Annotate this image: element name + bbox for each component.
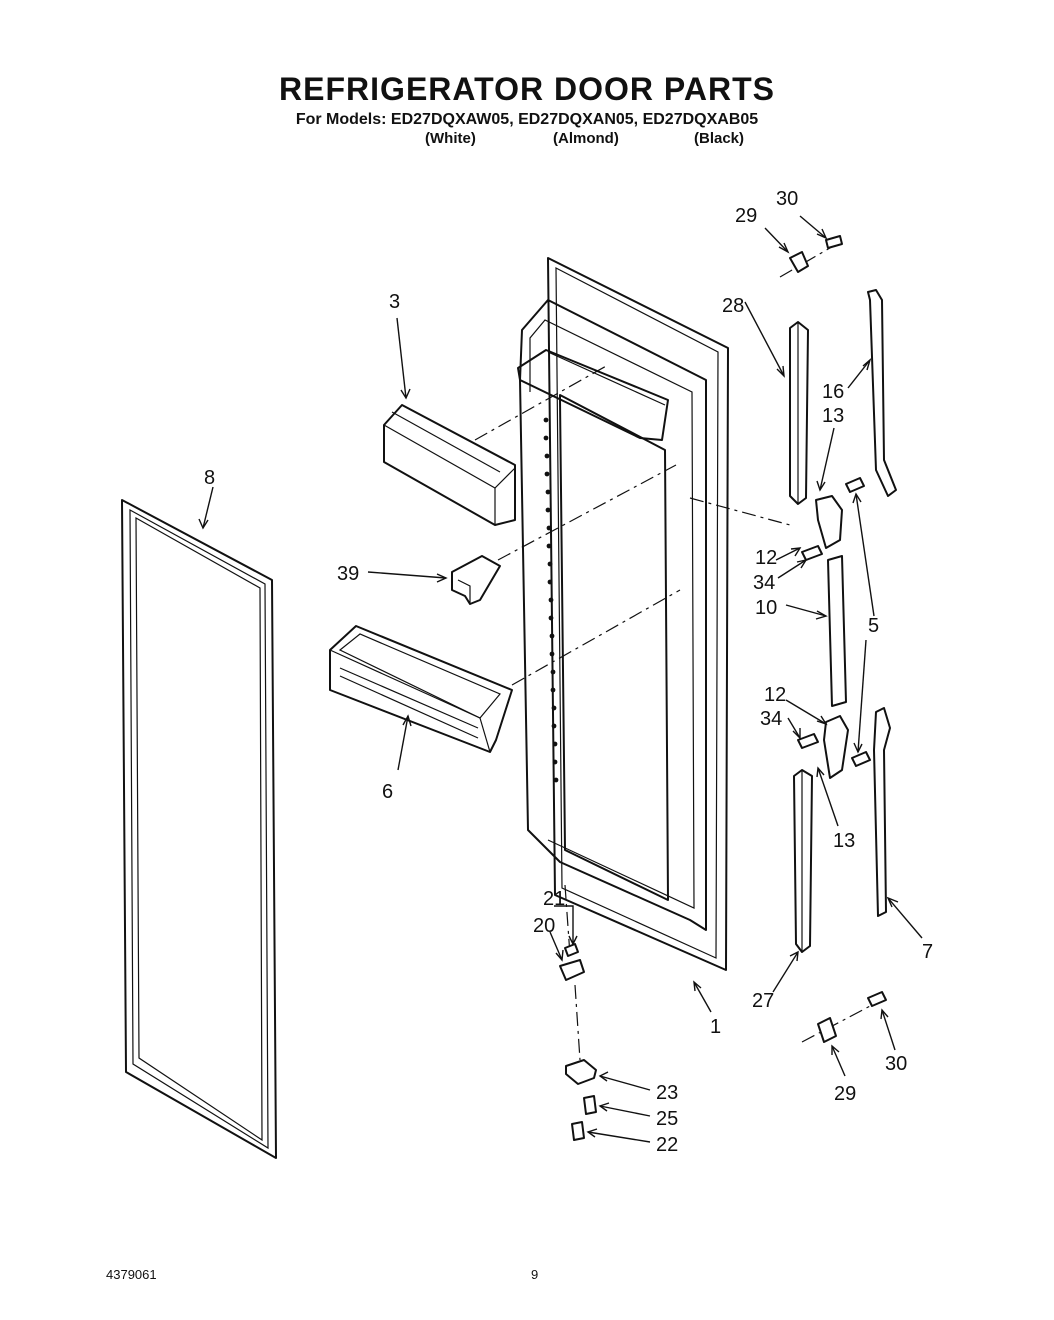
callout-22: 22 [656, 1134, 678, 1156]
lower-handle-part [873, 707, 891, 917]
callout-34-bottom: 34 [760, 708, 782, 730]
upper-handle-part [867, 289, 897, 497]
lower-handle-clip [797, 715, 871, 779]
door-handle-part [827, 555, 847, 707]
alignment-line [474, 364, 609, 441]
lower-hinge-cap [817, 991, 887, 1043]
alignment-line [574, 984, 581, 1061]
callout-13-top: 13 [822, 405, 844, 427]
models-line: For Models: ED27DQXAW05, ED27DQXAN05, ED… [295, 111, 759, 128]
upper-trim-part [789, 321, 809, 505]
alignment-line [801, 1004, 873, 1043]
callout-28: 28 [722, 295, 744, 317]
callout-30-bottom: 30 [885, 1053, 907, 1075]
door-bin-part [329, 625, 513, 753]
callout-39: 39 [337, 563, 359, 585]
callout-8: 8 [204, 467, 215, 489]
callout-30-top: 30 [776, 188, 798, 210]
callout-10: 10 [755, 597, 777, 619]
alignment-line [689, 497, 791, 526]
callout-20: 20 [533, 915, 555, 937]
callout-29-bottom: 29 [834, 1083, 856, 1105]
bottom-hinge-parts [559, 943, 585, 981]
lower-trim-part [793, 769, 813, 953]
callout-34-top: 34 [753, 572, 775, 594]
callout-23: 23 [656, 1082, 678, 1104]
shelf-holes [543, 417, 559, 783]
callout-1: 1 [710, 1016, 721, 1038]
callout-7: 7 [922, 941, 933, 963]
alignment-line [511, 589, 681, 686]
alignment-line [564, 884, 571, 956]
callout-25: 25 [656, 1108, 678, 1130]
callout-13-bottom: 13 [833, 830, 855, 852]
callout-27: 27 [752, 990, 774, 1012]
door-liner-part [517, 257, 729, 971]
leader-arrows [198, 215, 923, 1143]
variant-almond: (Almond) [553, 130, 619, 147]
upper-handle-clip [801, 477, 865, 561]
page-number: 9 [531, 1267, 539, 1282]
callout-21: 21 [543, 888, 565, 910]
callout-12-top: 12 [755, 547, 777, 569]
variant-black: (Black) [694, 130, 745, 147]
door-gasket-part [121, 499, 277, 1159]
dairy-hinge-part [451, 555, 501, 605]
alignment-line [779, 244, 836, 278]
alignment-line [497, 464, 677, 561]
page-title: REFRIGERATOR DOOR PARTS [279, 71, 775, 107]
callout-3: 3 [389, 291, 400, 313]
callout-16: 16 [822, 381, 844, 403]
callout-5: 5 [868, 615, 879, 637]
callout-29-top: 29 [735, 205, 757, 227]
callout-12-bottom: 12 [764, 684, 786, 706]
bottom-hinge-assembly [565, 1059, 597, 1141]
document-number: 4379061 [106, 1267, 157, 1282]
header: REFRIGERATOR DOOR PARTS For Models: ED27… [0, 70, 1054, 130]
variant-white: (White) [425, 130, 476, 147]
callout-6: 6 [382, 781, 393, 803]
dairy-door-part [383, 404, 516, 526]
callout-labels: 30 29 28 16 13 3 8 12 34 39 10 5 12 34 6… [204, 188, 933, 1156]
upper-hinge-cap [789, 235, 843, 273]
